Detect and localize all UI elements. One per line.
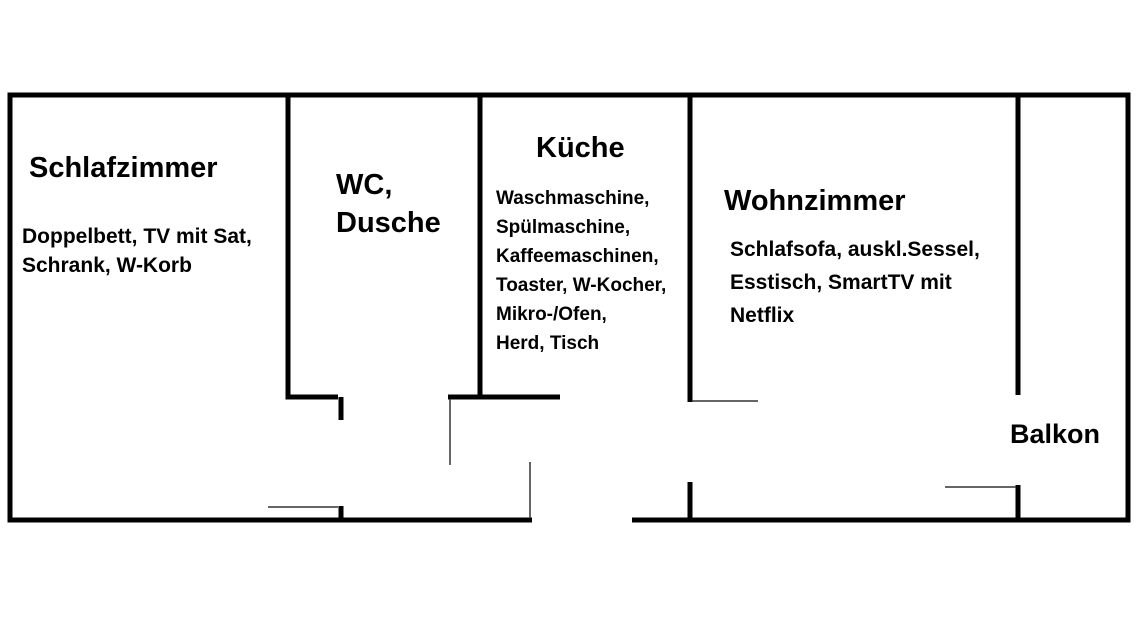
room-items-schlafzimmer: Doppelbett, TV mit Sat, Schrank, W-Korb: [22, 222, 252, 280]
item-line: Spülmaschine,: [496, 217, 631, 238]
item-line: Esstisch, SmartTV mit: [730, 271, 952, 294]
item-line: Netflix: [730, 304, 795, 327]
item-line: Kaffeemaschinen,: [496, 246, 659, 267]
room-label-wohnzimmer: Wohnzimmer: [724, 185, 906, 217]
item-line: Mikro-/Ofen,: [496, 304, 607, 325]
item-line: Herd, Tisch: [496, 333, 600, 354]
wall-bedroom-wc: [285, 95, 338, 400]
label-line: WC,: [336, 169, 393, 201]
item-line: Waschmaschine,: [496, 188, 650, 209]
label-line: Dusche: [336, 207, 441, 239]
room-items-kueche: Waschmaschine, Spülmaschine, Kaffeemasch…: [496, 184, 666, 358]
room-items-wohnzimmer: Schlafsofa, auskl.Sessel, Esstisch, Smar…: [730, 233, 980, 332]
room-label-balkon: Balkon: [1010, 419, 1101, 449]
room-label-kueche: Küche: [536, 132, 625, 164]
room-label-schlafzimmer: Schlafzimmer: [29, 152, 218, 184]
item-line: Schlafsofa, auskl.Sessel,: [730, 238, 980, 261]
item-line: Toaster, W-Kocher,: [496, 275, 667, 296]
outer-wall-left: [7, 92, 1131, 523]
item-line: Doppelbett, TV mit Sat,: [22, 225, 252, 248]
item-line: Schrank, W-Korb: [22, 254, 192, 277]
doors: [268, 399, 1016, 518]
room-label-wc: WC, Dusche: [336, 166, 441, 242]
walls: [7, 92, 1131, 523]
